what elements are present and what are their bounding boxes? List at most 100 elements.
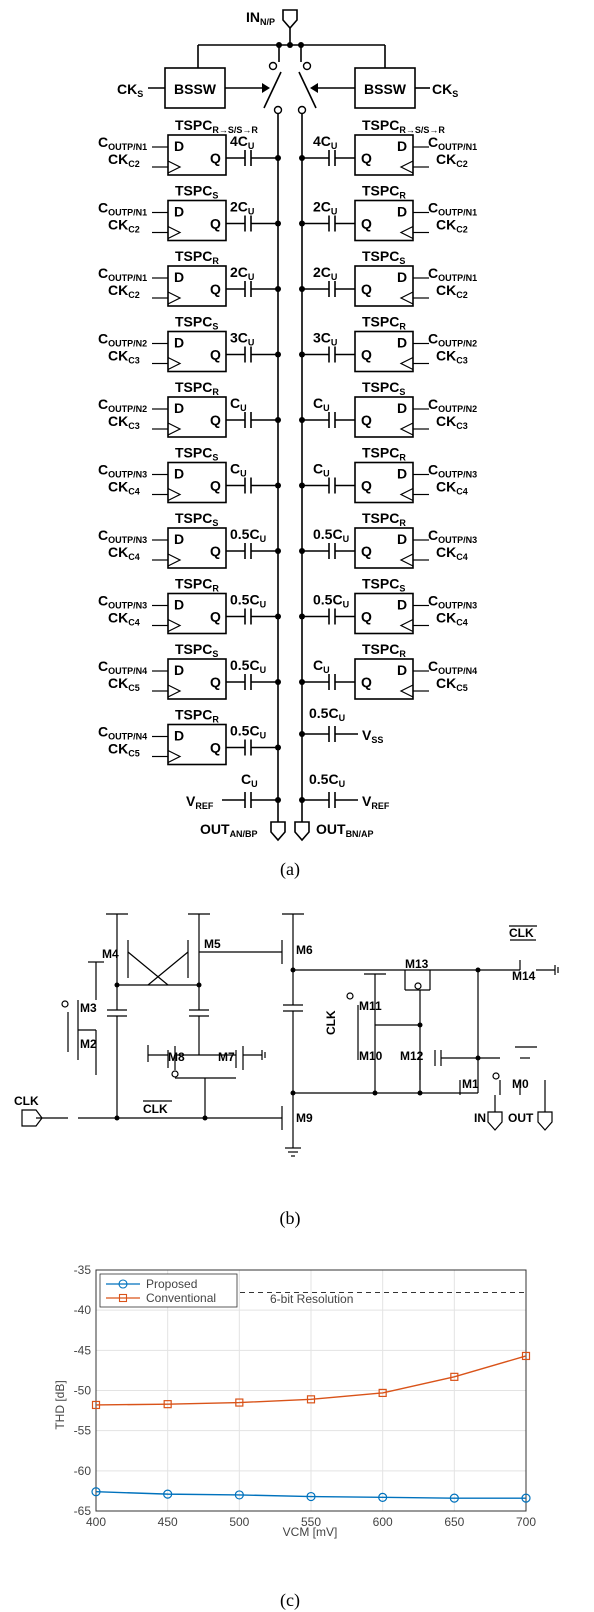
cap-label: CU [313, 395, 330, 413]
data-point [378, 1492, 388, 1502]
tspc-label: TSPCR→S/S→R [175, 117, 258, 135]
clk-m11-label: CLK [324, 1010, 338, 1035]
clock-triangle-icon [167, 684, 182, 698]
ff-q-label: Q [210, 281, 221, 297]
m1-label: M1 [462, 1077, 479, 1091]
reference-label: 6-bit Resolution [270, 1292, 353, 1306]
ff-d-label: D [174, 662, 184, 678]
cout-input-label: COUTP/N3 [428, 527, 477, 545]
tspc-label: TSPCS [175, 445, 218, 463]
ff-q-label: Q [210, 478, 221, 494]
data-point [163, 1489, 173, 1499]
ff-q-label: Q [361, 609, 372, 625]
chart-series [91, 1351, 531, 1503]
m8-label: M8 [168, 1050, 185, 1064]
data-point [450, 1372, 459, 1381]
out-left-label: OUTAN/BP [200, 821, 258, 839]
tspc-label: TSPCR [175, 248, 219, 266]
cout-input-label: COUTP/N1 [98, 265, 147, 283]
ck-input-label: CKC4 [108, 544, 140, 562]
m7-label: M7 [218, 1050, 235, 1064]
data-point [378, 1388, 387, 1398]
ff-q-label: Q [210, 412, 221, 428]
x-tick-label: 400 [86, 1515, 106, 1529]
tspc-label: TSPCR [362, 641, 406, 659]
cap-label: 0.5CU [313, 526, 349, 544]
ff-d-label: D [397, 138, 407, 154]
cap-label: 0.5CU [230, 723, 266, 741]
tspc-label: TSPCS [175, 641, 218, 659]
ff-q-label: Q [361, 412, 372, 428]
cap-label: 2CU [313, 199, 337, 217]
legend-entry: Conventional [146, 1291, 216, 1305]
legend-entry: Proposed [146, 1277, 197, 1291]
ff-d-label: D [397, 597, 407, 613]
ff-d-label: D [397, 204, 407, 220]
ff-q-label: Q [361, 216, 372, 232]
x-tick-label: 600 [373, 1515, 393, 1529]
m10-label: M10 [359, 1049, 383, 1063]
svg-text:0.5CU: 0.5CU [309, 705, 345, 723]
tspc-label: TSPCS [362, 248, 405, 266]
m6-label: M6 [296, 943, 313, 957]
ck-input-label: CKC2 [436, 151, 468, 169]
cap-label: 2CU [230, 264, 254, 282]
y-tick-label: -60 [74, 1464, 92, 1478]
y-tick-label: -35 [74, 1263, 92, 1277]
x-axis-label: VCM [mV] [283, 1525, 338, 1539]
ck-input-label: CKC4 [436, 479, 468, 497]
y-tick-label: -50 [74, 1384, 92, 1398]
right-flipflop-column: TSPCR→S/S→RDQCOUTP/N1CKC24CUTSPCRDQCOUTP… [299, 117, 477, 700]
data-point [521, 1493, 531, 1503]
ff-q-label: Q [361, 150, 372, 166]
ff-q-label: Q [361, 347, 372, 363]
clock-triangle-icon [167, 618, 182, 633]
clk-label: CLK [14, 1094, 39, 1108]
cap-label: 3CU [313, 330, 337, 348]
cout-input-label: COUTP/N3 [98, 527, 147, 545]
m14-label: M14 [512, 969, 536, 983]
svg-text:VREF: VREF [362, 793, 390, 811]
tspc-flipflop [354, 330, 414, 373]
ck-input-label: CKC3 [436, 413, 468, 431]
ff-q-label: Q [361, 543, 372, 559]
ff-d-label: D [397, 531, 407, 547]
ff-q-label: Q [210, 543, 221, 559]
in-pin-b-icon [487, 1111, 503, 1131]
clk-bar-label: CLK [143, 1102, 168, 1116]
m13-label: M13 [405, 957, 429, 971]
data-point [449, 1493, 459, 1503]
tspc-label: TSPCR [362, 445, 406, 463]
m9-label: M9 [296, 1111, 313, 1125]
cap-label: 0.5CU [230, 592, 266, 610]
bssw-left [164, 67, 226, 109]
clk-bar-m14-label: CLK [509, 926, 534, 940]
ff-q-label: Q [210, 347, 221, 363]
ck-input-label: CKC5 [108, 675, 140, 693]
clock-triangle-icon [399, 160, 414, 174]
ff-q-label: Q [210, 216, 221, 232]
vref-left-row: VREF CU [186, 771, 281, 811]
cks-left: CKS [117, 81, 143, 99]
clock-triangle-icon [399, 356, 414, 371]
ff-d-label: D [174, 531, 184, 547]
caption-b: (b) [280, 1208, 301, 1229]
out-pin-b-icon [537, 1111, 553, 1131]
x-tick-label: 500 [229, 1515, 249, 1529]
y-axis-label: THD [dB] [53, 1380, 67, 1429]
ck-input-label: CKC2 [108, 151, 140, 169]
m5-label: M5 [204, 937, 221, 951]
cap-label: CU [230, 395, 247, 413]
ff-d-label: D [397, 466, 407, 482]
